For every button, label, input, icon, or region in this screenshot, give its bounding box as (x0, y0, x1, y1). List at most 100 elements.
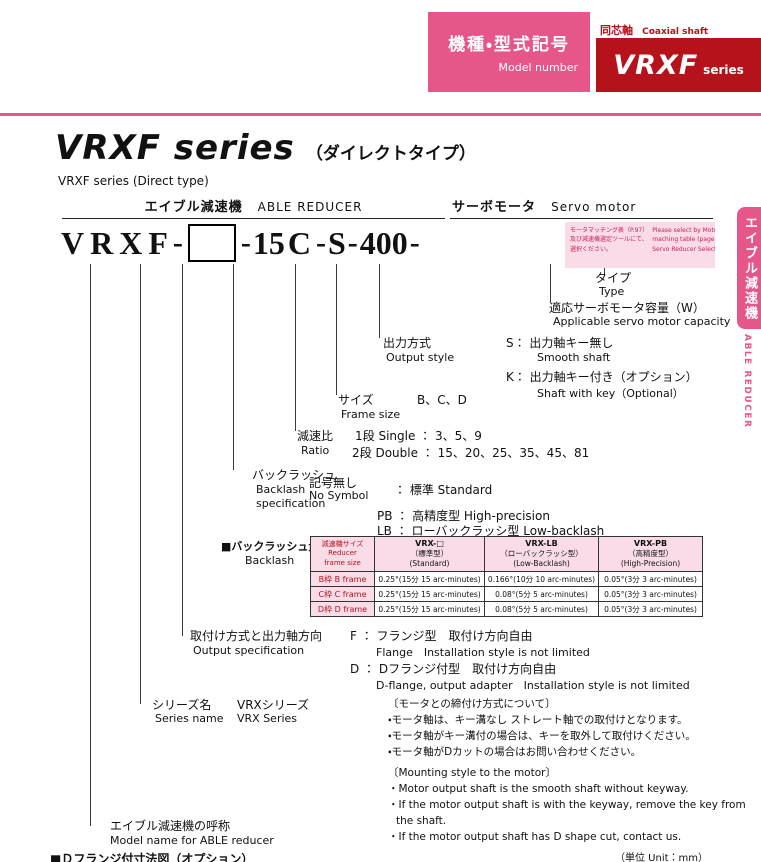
notes-en-3: ・If the motor output shaft has D shape c… (388, 831, 682, 843)
th-low-backlash-ja: （ローバックラッシ型） (500, 549, 583, 559)
banner-title-ja: 機種・型式記号 (448, 35, 570, 55)
capacity-label-en: Applicable servo motor capacity (553, 315, 731, 328)
code-letter-v: V (61, 224, 85, 261)
note-ja-line3: 選択ください。 (570, 245, 613, 253)
row-b-frame-label: B枠 B frame (310, 571, 375, 587)
line-mounting (182, 264, 183, 636)
backlash-none-ja: 記号無し (309, 476, 358, 490)
reducer-heading-ja: エイブル減速機 (144, 200, 243, 215)
notes-ja-1: ・モータ軸は、キー溝なし ストレート軸での取付けとなります。 (388, 714, 688, 726)
d-frame-standard-value: 0.25°(15分 15 arc-minutes) (374, 601, 485, 617)
code-letter-f: F (148, 224, 168, 261)
code-capacity: 400 (359, 224, 408, 261)
code-output-style: S (327, 224, 346, 261)
page-title: VRXF series （ダイレクトタイプ） (55, 128, 476, 168)
c-frame-high-precision-value: 0.05°(3分 3 arc-minutes) (598, 586, 703, 602)
sidebar-tab-able-reducer[interactable]: エイブル減速機 (737, 207, 761, 329)
output-style-s-en: Smooth shaft (537, 351, 611, 364)
motor-heading-underline (450, 218, 713, 219)
backlash-pb: PB ： 高精度型 High-precision (377, 509, 550, 523)
code-dash: - (347, 226, 358, 259)
code-dash: - (409, 226, 420, 259)
ratio-label-ja: 減速比 (297, 429, 334, 443)
series-name-label-ja: シリーズ名 (152, 698, 212, 712)
th-high-precision-ja: （高精度型） (628, 549, 673, 559)
th-standard-en: (Standard) (409, 559, 450, 569)
th-frame-size: 減速機サイズ Reducer frame size (310, 536, 375, 572)
unit-note: （単位 Unit：mm） (615, 853, 709, 862)
size-label-ja: サイズ (338, 393, 374, 407)
table-row: D枠 D frame 0.25°(15分 15 arc-minutes) 0.0… (310, 601, 703, 617)
output-style-k-en: Shaft with key（Optional） (537, 387, 684, 400)
line-type (604, 268, 605, 276)
page-subtitle: VRXF series (Direct type) (58, 174, 209, 188)
note-ja-line2: 及び減速機選定ツールにて、 (570, 236, 648, 244)
code-dash: - (240, 226, 251, 259)
c-frame-ja: C枠 (318, 589, 333, 599)
output-style-label-ja: 出力方式 (383, 336, 432, 350)
note-ja-line1: モータマッチング表（P.97） (570, 227, 649, 234)
motor-matching-note-ja: モータマッチング表（P.97） 及び減速機選定ツールにて、 選択ください。 (570, 226, 648, 264)
table-row: B枠 B frame 0.25°(15分 15 arc-minutes) 0.1… (310, 571, 703, 587)
motor-matching-note-en: Please select by Motor maching table (pa… (652, 226, 715, 264)
series-title-name: VRXF (613, 49, 699, 81)
next-section-heading: ■Ｄフランジ付寸法図（オプション） (50, 852, 254, 862)
th-frame-size-en1: Reducer (328, 549, 357, 558)
code-letter-x: X (119, 224, 143, 261)
row-c-frame-label: C枠 C frame (310, 586, 375, 602)
header-divider-rule (0, 113, 761, 116)
th-standard-name: VRX-□ (415, 539, 444, 549)
sidebar-able-reducer-text: ABLE REDUCER (742, 334, 752, 429)
th-high-precision-name: VRX-PB (633, 539, 668, 549)
coaxial-label-en: Coaxial shaft (642, 27, 709, 37)
backlash-lb: LB ： ローバックラッシ型 Low-backlash (377, 524, 605, 538)
model-name-label-ja: エイブル減速機の呼称 (110, 819, 231, 833)
th-low-backlash-en: (Low-Backlash) (513, 559, 570, 569)
line-backlash (233, 264, 234, 470)
b-frame-ja: B枠 (318, 574, 333, 584)
series-title-suffix: series (703, 63, 744, 77)
mounting-label-ja: 取付け方式と出力軸方向 (190, 629, 323, 643)
motor-heading: サーボモータ Servo motor (452, 196, 636, 215)
reducer-heading: エイブル減速機 ABLE REDUCER (62, 196, 445, 215)
notes-en-1: ・Motor output shaft is the smooth shaft … (388, 783, 689, 795)
page-title-main: VRXF series (55, 128, 295, 168)
output-style-s-ja: S： 出力軸キー無し (506, 336, 614, 350)
reducer-heading-en: ABLE REDUCER (257, 200, 363, 214)
motor-mounting-notes: 〔モータとの締付け方式について〕 ・モータ軸は、キー溝なし ストレート軸での取付… (388, 696, 752, 845)
note-en-line1: Please select by Motor (652, 227, 715, 234)
backlash-table-caption-en: Backlash (245, 554, 295, 567)
notes-en-title: 〔Mounting style to the motor〕 (388, 767, 556, 779)
th-low-backlash-name: VRX-LB (525, 539, 558, 549)
model-name-label-en: Model name for ABLE reducer (110, 834, 274, 847)
b-frame-standard-value: 0.25°(15分 15 arc-minutes) (374, 571, 485, 587)
code-dash: - (172, 226, 183, 259)
backlash-label-ja: バックラッシュ (252, 468, 337, 482)
series-name-value-en: VRX Series (237, 712, 298, 725)
code-letter-r: R (90, 224, 114, 261)
output-style-k-ja: K： 出力軸キー付き（オプション） (506, 370, 698, 384)
capacity-label-ja: 適応サーボモータ容量（W） (549, 301, 705, 315)
mounting-d-ja: D ： Dフランジ付型 取付け方向自由 (350, 662, 557, 676)
mounting-label-en: Output specification (193, 644, 305, 657)
size-values: B、C、D (417, 393, 467, 407)
output-style-label-en: Output style (386, 351, 455, 364)
page-title-type: （ダイレクトタイプ） (305, 144, 476, 164)
line-model-name (90, 264, 91, 826)
line-size (336, 264, 337, 395)
mounting-d-en: D-flange, output adapter Installation st… (376, 679, 690, 692)
banner-title-en: Model number (498, 61, 578, 74)
c-frame-en: C frame (334, 589, 367, 599)
size-label-en: Frame size (341, 408, 401, 421)
motor-matching-note: モータマッチング表（P.97） 及び減速機選定ツールにて、 選択ください。 Pl… (565, 222, 715, 268)
row-d-frame-label: D枠 D frame (310, 601, 375, 617)
th-frame-size-ja: 減速機サイズ (321, 540, 364, 549)
code-frame-size: C (287, 224, 311, 261)
type-label-ja: タイプ (595, 271, 632, 285)
d-frame-low-backlash-value: 0.08°(5分 5 arc-minutes) (484, 601, 599, 617)
notes-en-2b: the shaft. (396, 815, 447, 827)
backlash-label-en2: specification (256, 497, 326, 510)
line-capacity (550, 264, 551, 302)
backlash-label-en1: Backlash (256, 483, 306, 496)
d-frame-high-precision-value: 0.05°(3分 3 arc-minutes) (598, 601, 703, 617)
